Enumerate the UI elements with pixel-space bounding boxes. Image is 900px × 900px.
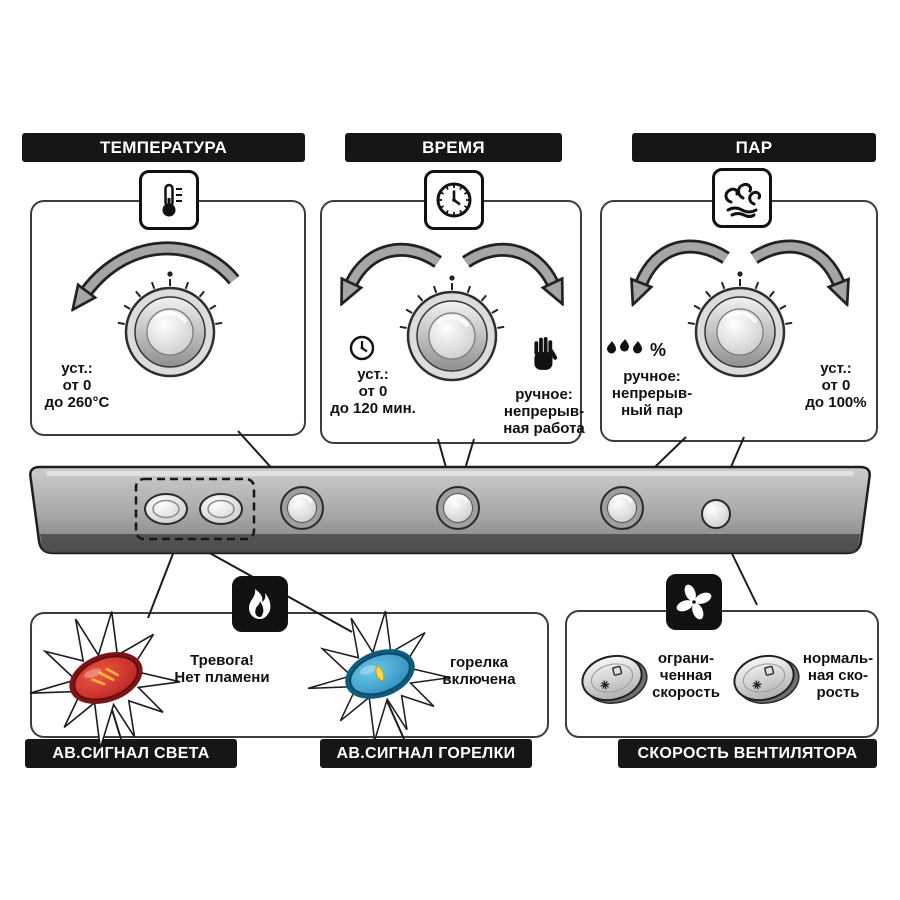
temperature-section-label: ТЕМПЕРАТУРА <box>22 133 305 162</box>
burner-signal-indicator <box>345 649 415 699</box>
alarm-light-note: Тревога! Нет пламени <box>174 652 270 687</box>
alarm-light-indicator <box>69 651 143 705</box>
fan-speed-button <box>701 499 731 529</box>
fan-limited-speed-note: ограни- ченная скорость <box>652 650 720 702</box>
steam-knob <box>685 269 795 378</box>
time-rotation-arrow-left <box>351 242 442 284</box>
time-rotation-arrow-right <box>462 242 553 284</box>
svg-text:%: % <box>650 340 666 360</box>
fan-limited-speed-button <box>576 647 653 712</box>
alarm-light-lamp <box>144 493 188 525</box>
burner-signal-burst <box>307 610 451 742</box>
droplets-percent-icon: % <box>604 336 670 369</box>
indicator-lamps-outline <box>134 477 256 541</box>
burner-signal-lamp <box>199 493 243 525</box>
fan-normal-speed-note: нормаль- ная ско- рость <box>802 650 874 702</box>
time-strip-knob <box>435 485 481 531</box>
steam-rotation-arrow-left <box>641 239 730 284</box>
alarm-light-burst <box>29 610 181 750</box>
clock-icon <box>424 170 484 230</box>
steam-section-label: ПАР <box>632 133 876 162</box>
time-set-note: уст.: от 0 до 120 мин. <box>330 366 416 418</box>
burner-signal-note: горелка включена <box>442 654 516 689</box>
clock-small-icon <box>348 334 376 367</box>
time-manual-note: ручное: непрерыв- ная работа <box>503 386 585 438</box>
fan-icon <box>666 574 722 630</box>
steam-set-note: уст.: от 0 до 100% <box>805 360 867 412</box>
temperature-knob <box>115 269 225 378</box>
hand-icon <box>530 336 560 377</box>
steam-rotation-arrow-right <box>750 239 839 284</box>
steam-manual-note: ручное: непрерыв- ный пар <box>611 368 693 420</box>
steam-strip-knob <box>599 485 645 531</box>
steam-icon <box>712 168 772 228</box>
time-knob <box>397 273 507 382</box>
temperature-strip-knob <box>279 485 325 531</box>
flame-icon <box>232 576 288 632</box>
fan-normal-speed-button <box>728 647 805 712</box>
alarm-light-label: АВ.СИГНАЛ СВЕТА <box>25 739 237 768</box>
temperature-rotation-arrow <box>86 241 240 292</box>
thermometer-icon <box>139 170 199 230</box>
control-strip <box>29 465 871 555</box>
burner-signal-label: АВ.СИГНАЛ ГОРЕЛКИ <box>320 739 532 768</box>
time-section-label: ВРЕМЯ <box>345 133 562 162</box>
temperature-set-note: уст.: от 0 до 260°C <box>44 360 110 412</box>
fan-speed-label: СКОРОСТЬ ВЕНТИЛЯТОРА <box>618 739 877 768</box>
